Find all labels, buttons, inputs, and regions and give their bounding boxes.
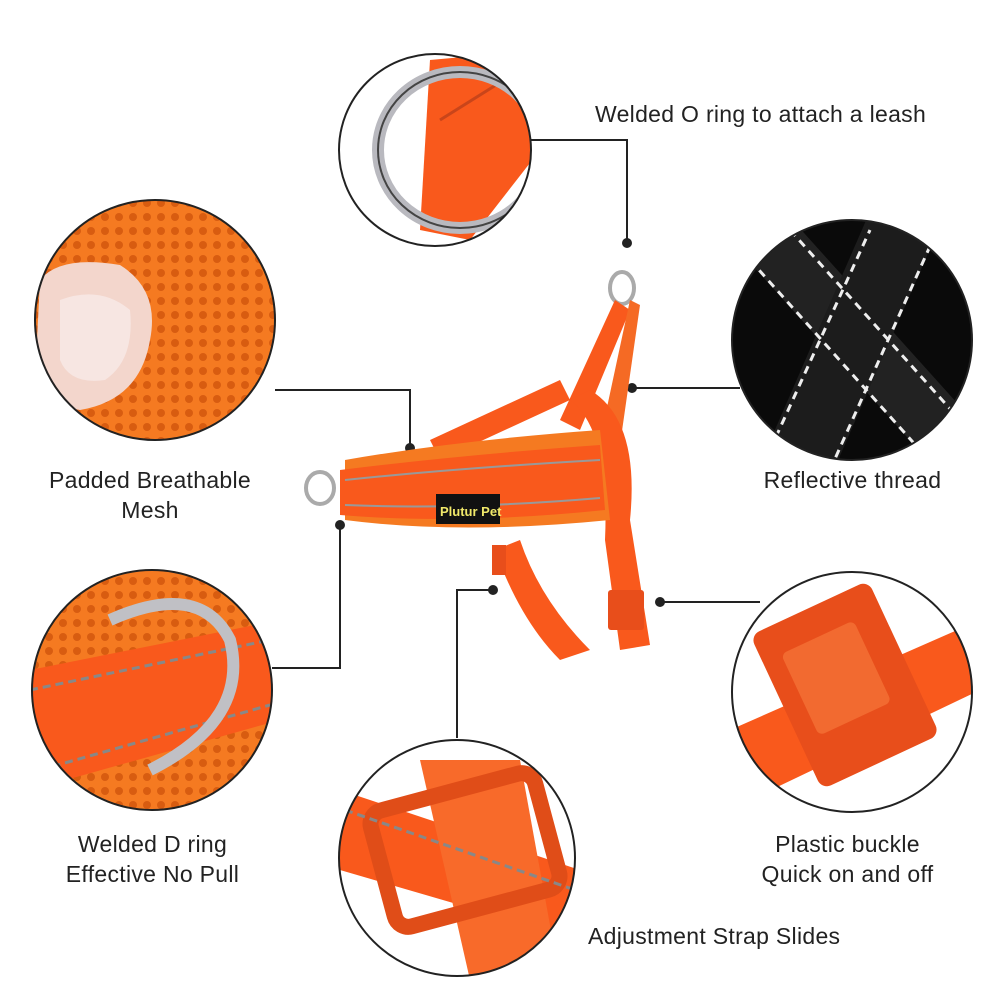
brand-logo: Plutur Pet: [436, 494, 502, 524]
buckle-detail-photo: [731, 571, 973, 813]
callout-o-ring-label: Welded O ring to attach a leash: [595, 101, 927, 127]
o-ring-detail-photo: [338, 53, 532, 247]
callout-reflective-label: Reflective thread: [763, 467, 942, 493]
leader-dots: [335, 238, 665, 607]
strap-slide-detail-photo: [338, 739, 576, 977]
harness-product-photo: Plutur Pet: [304, 270, 650, 660]
svg-text:Plutur Pet: Plutur Pet: [440, 504, 502, 519]
reflective-thread-detail-photo: [731, 219, 973, 461]
mesh-detail-photo: [34, 199, 276, 441]
leader-lines: [272, 139, 760, 738]
callout-slides-label: Adjustment Strap Slides: [588, 923, 841, 949]
d-ring-detail-photo: [31, 569, 273, 811]
